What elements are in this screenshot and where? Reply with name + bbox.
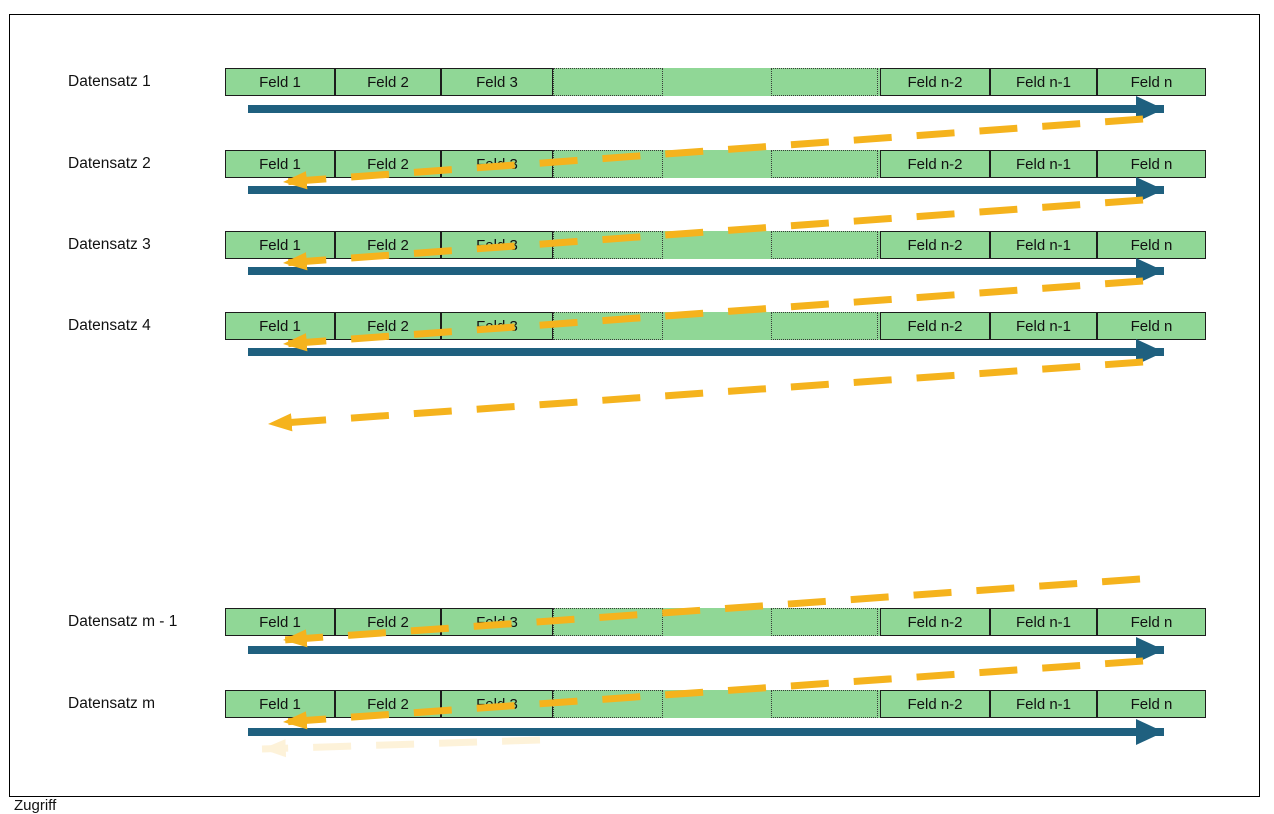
record-fields: Feld 1 Feld 2 Feld 3 Feld n-2 Feld n-1 F…	[225, 608, 1206, 636]
field-cell: Feld 3	[441, 312, 553, 340]
field-cell: Feld 1	[225, 68, 335, 96]
field-cell: Feld 3	[441, 68, 553, 96]
field-cell: Feld n-2	[880, 608, 990, 636]
field-cell: Feld 1	[225, 312, 335, 340]
field-cell: Feld 2	[335, 608, 441, 636]
field-cell: Feld n-1	[990, 231, 1097, 259]
field-cell: Feld n-1	[990, 68, 1097, 96]
record-row-2: Datensatz 2 Feld 1 Feld 2 Feld 3 Feld n-…	[0, 150, 1274, 178]
field-cell: Feld n	[1097, 68, 1206, 96]
field-cell: Feld n-1	[990, 690, 1097, 718]
record-row-m: Datensatz m Feld 1 Feld 2 Feld 3 Feld n-…	[0, 690, 1274, 718]
continuation-dotted-right	[771, 150, 878, 178]
continuation-dotted-left	[553, 231, 663, 259]
field-cell: Feld 2	[335, 231, 441, 259]
field-cell: Feld 1	[225, 608, 335, 636]
record-row-3: Datensatz 3 Feld 1 Feld 2 Feld 3 Feld n-…	[0, 231, 1274, 259]
field-cell: Feld 3	[441, 231, 553, 259]
continuation-dotted-left	[553, 312, 663, 340]
continuation-dotted-left	[553, 608, 663, 636]
field-cell: Feld n-1	[990, 150, 1097, 178]
record-fields: Feld 1 Feld 2 Feld 3 Feld n-2 Feld n-1 F…	[225, 690, 1206, 718]
field-cell: Feld 1	[225, 231, 335, 259]
record-row-1: Datensatz 1 Feld 1 Feld 2 Feld 3 Feld n-…	[0, 68, 1274, 96]
page-border	[9, 14, 1260, 797]
record-label: Datensatz m	[68, 695, 156, 712]
field-cell: Feld n	[1097, 312, 1206, 340]
field-cell: Feld n-2	[880, 68, 990, 96]
continuation-dotted-left	[553, 150, 663, 178]
field-cell: Feld n	[1097, 690, 1206, 718]
continuation-dotted-right	[771, 312, 878, 340]
continuation-dotted-left	[553, 690, 663, 718]
field-cell: Feld n-2	[880, 231, 990, 259]
field-cell: Feld n-2	[880, 690, 990, 718]
field-cell: Feld n-1	[990, 608, 1097, 636]
field-cell: Feld n-1	[990, 312, 1097, 340]
continuation-dotted-right	[771, 68, 878, 96]
continuation-region	[553, 68, 880, 96]
record-fields: Feld 1 Feld 2 Feld 3 Feld n-2 Feld n-1 F…	[225, 150, 1206, 178]
field-cell: Feld 1	[225, 690, 335, 718]
field-cell: Feld 2	[335, 690, 441, 718]
continuation-dotted-left	[553, 68, 663, 96]
field-cell: Feld n-2	[880, 150, 990, 178]
field-cell: Feld 3	[441, 690, 553, 718]
field-cell: Feld 3	[441, 150, 553, 178]
record-label: Datensatz 1	[68, 73, 151, 90]
record-label: Datensatz 4	[68, 317, 151, 334]
record-row-4: Datensatz 4 Feld 1 Feld 2 Feld 3 Feld n-…	[0, 312, 1274, 340]
record-label: Datensatz 2	[68, 155, 151, 172]
field-cell: Feld 3	[441, 608, 553, 636]
continuation-dotted-right	[771, 231, 878, 259]
field-cell: Feld n	[1097, 150, 1206, 178]
record-label: Datensatz m - 1	[68, 613, 178, 630]
field-cell: Feld n-2	[880, 312, 990, 340]
field-cell: Feld n	[1097, 231, 1206, 259]
record-fields: Feld 1 Feld 2 Feld 3 Feld n-2 Feld n-1 F…	[225, 312, 1206, 340]
field-cell: Feld 2	[335, 150, 441, 178]
continuation-dotted-right	[771, 690, 878, 718]
record-label: Datensatz 3	[68, 236, 151, 253]
field-cell: Feld 2	[335, 312, 441, 340]
field-cell: Feld n	[1097, 608, 1206, 636]
field-cell: Feld 1	[225, 150, 335, 178]
continuation-dotted-right	[771, 608, 878, 636]
field-cell: Feld 2	[335, 68, 441, 96]
record-fields: Feld 1 Feld 2 Feld 3 Feld n-2 Feld n-1 F…	[225, 68, 1206, 96]
zugriff-label: Zugriff	[14, 797, 57, 814]
record-row-m-1: Datensatz m - 1 Feld 1 Feld 2 Feld 3 Fel…	[0, 608, 1274, 636]
record-fields: Feld 1 Feld 2 Feld 3 Feld n-2 Feld n-1 F…	[225, 231, 1206, 259]
